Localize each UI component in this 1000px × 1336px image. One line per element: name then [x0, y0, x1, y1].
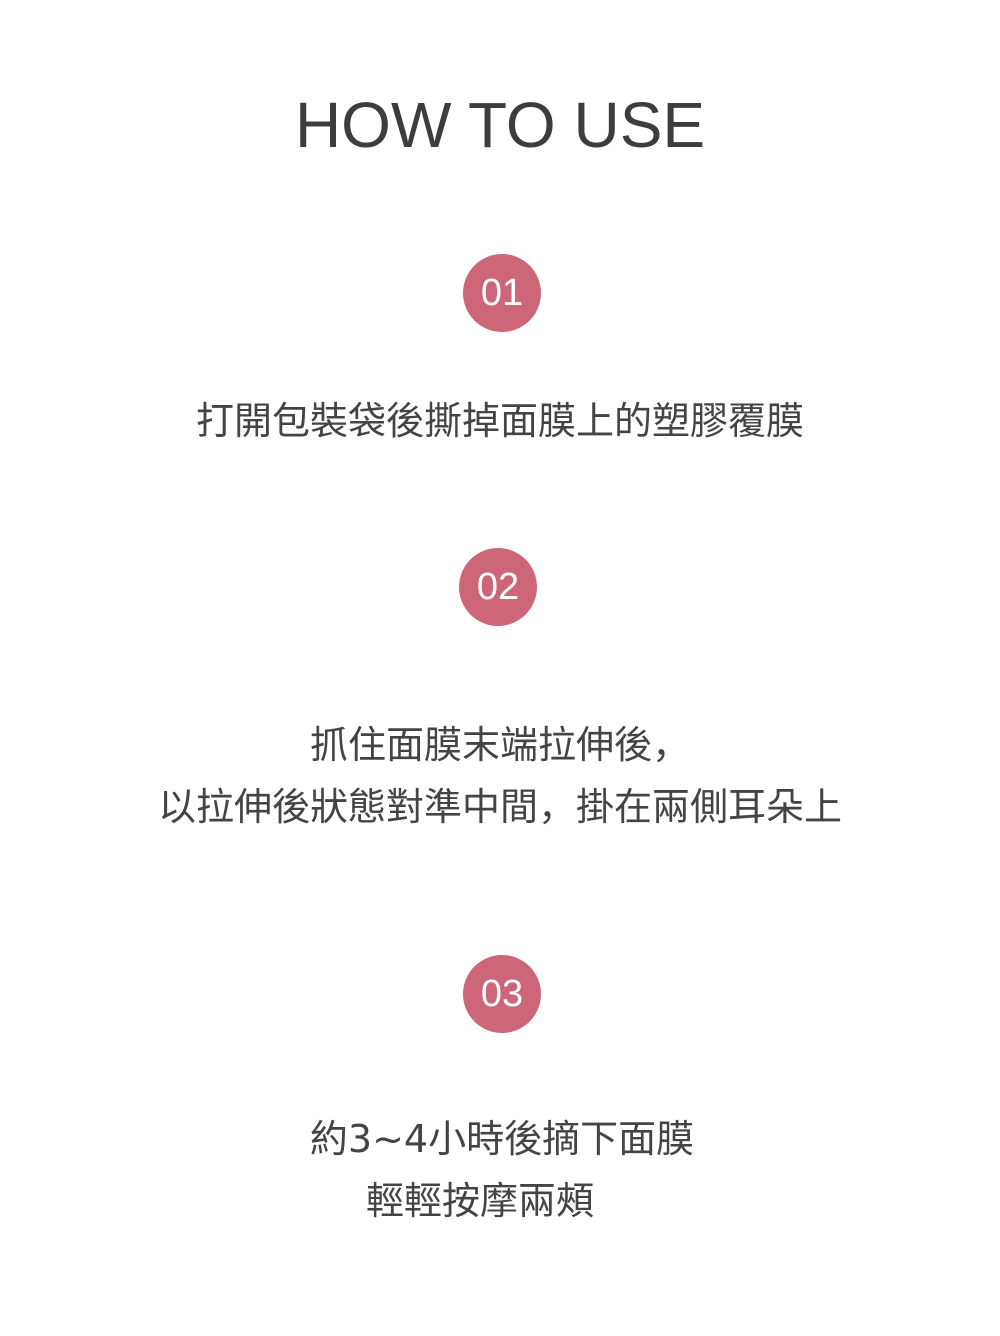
step-3-instruction-line-2: 輕輕按摩兩頰	[365, 1179, 594, 1223]
step-number-badge-3: 03	[463, 955, 541, 1033]
step-2-instruction-line-2: 以拉伸後狀態對準中間，掛在兩側耳朵上	[157, 785, 842, 829]
step-3-instruction-line-1: 約3~4小時後摘下面膜	[309, 1117, 695, 1161]
step-number-badge-1: 01	[463, 254, 541, 332]
step-number-badge-2: 02	[459, 548, 537, 626]
step-1-instruction: 打開包裝袋後撕掉面膜上的塑膠覆膜	[195, 399, 804, 443]
page-title: HOW TO USE	[294, 89, 706, 161]
step-2-instruction-line-1: 抓住面膜末端拉伸後，	[309, 723, 690, 767]
